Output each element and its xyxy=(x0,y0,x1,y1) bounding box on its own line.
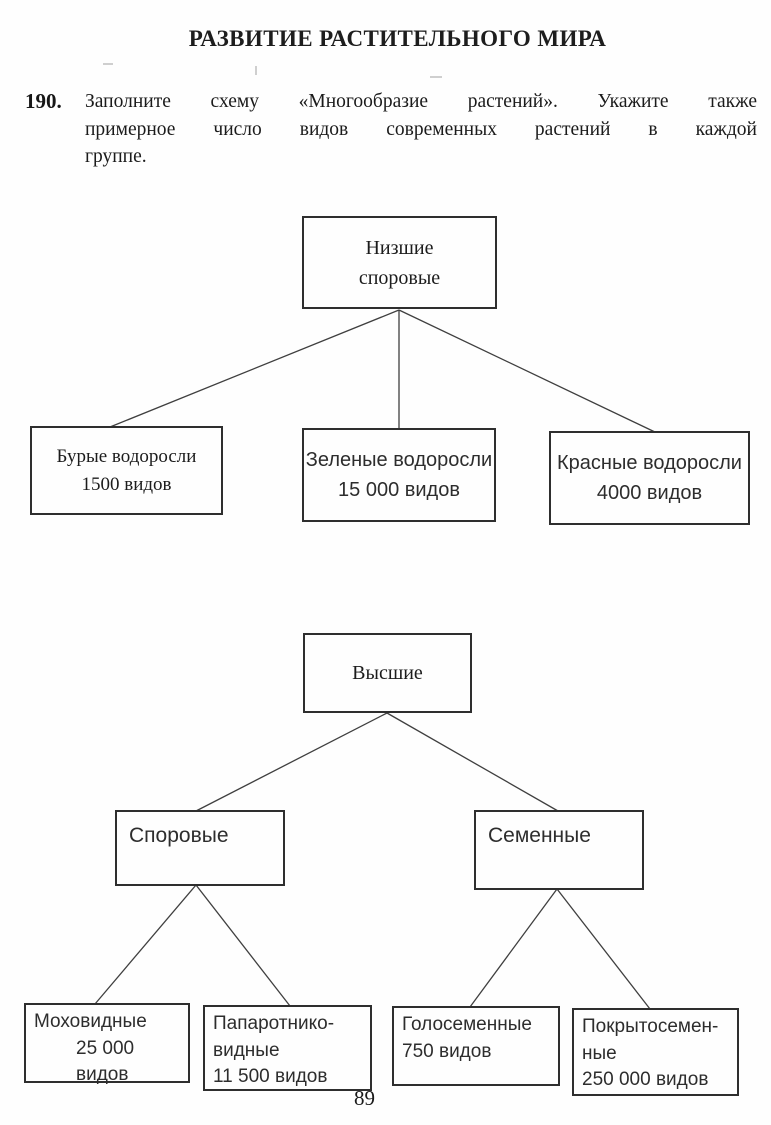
connector-line xyxy=(398,309,658,434)
node-label: видные xyxy=(213,1039,280,1061)
connector-line xyxy=(386,712,559,812)
species-count: 250 000 видов xyxy=(582,1069,709,1090)
node-seed-plants: Семенные xyxy=(474,810,644,890)
node-gymnosperms: Голосеменные 750 видов xyxy=(392,1006,560,1086)
species-count: 750 видов xyxy=(402,1040,492,1062)
node-label: Бурые водоросли xyxy=(56,445,197,467)
node-green-algae: Зеленые водоросли 15 000 видов xyxy=(302,428,496,522)
node-mosses: Моховидные 25 000 видов xyxy=(24,1003,190,1085)
node-higher-plants: Высшие xyxy=(303,633,472,713)
scan-artifact xyxy=(103,63,113,65)
connector-line xyxy=(469,888,558,1008)
species-count: 11 500 видов xyxy=(213,1066,328,1087)
node-label: Высшие xyxy=(352,662,423,684)
scan-artifact xyxy=(255,66,257,75)
connector-line xyxy=(195,884,291,1007)
node-label: Семенные xyxy=(488,824,591,847)
node-label: ные xyxy=(582,1042,617,1064)
node-label: Споровые xyxy=(129,824,229,847)
node-label: Голосеменные xyxy=(402,1014,532,1035)
task-block: 190. Заполните схему «Многообразие расте… xyxy=(25,88,761,171)
species-count: 15 000 видов xyxy=(338,479,460,501)
node-angiosperms: Покрытосемен- ные 250 000 видов xyxy=(572,1008,739,1096)
node-label: Зеленые водоросли xyxy=(305,449,493,471)
connector-line xyxy=(94,884,197,1005)
connector-line xyxy=(109,309,400,428)
species-count: 25 000 видов xyxy=(76,1037,135,1086)
connector-line xyxy=(556,888,651,1010)
node-red-algae: Красные водоросли 4000 видов xyxy=(549,431,750,525)
task-number: 190. xyxy=(25,89,62,113)
node-lower-spore-plants: Низшие споровые xyxy=(302,216,497,309)
node-label: Моховидные xyxy=(34,1011,147,1032)
node-brown-algae: Бурые водоросли 1500 видов xyxy=(30,426,223,515)
node-label: споровые xyxy=(358,266,441,289)
page-number: 89 xyxy=(354,1086,375,1110)
species-count: 4000 видов xyxy=(596,482,703,504)
node-label: Красные водоросли xyxy=(557,452,742,474)
task-text: Заполните схему «Многообразие растений».… xyxy=(85,88,757,171)
node-spore-plants: Споровые xyxy=(115,810,285,886)
node-label: Папаротнико- xyxy=(213,1013,335,1034)
task-text-line: Заполните схему «Многообразие растений».… xyxy=(85,91,757,112)
task-text-line: примерное число видов современных растен… xyxy=(85,118,757,140)
page-title: РАЗВИТИЕ РАСТИТЕЛЬНОГО МИРА xyxy=(188,26,607,51)
node-label: Покрытосемен- xyxy=(582,1016,719,1037)
task-text-line: группе. xyxy=(85,146,147,167)
scan-artifact xyxy=(430,76,442,78)
node-ferns: Папаротнико- видные 11 500 видов xyxy=(203,1005,372,1091)
connector-line xyxy=(195,712,388,812)
node-label: Низшие xyxy=(365,236,434,259)
species-count: 1500 видов xyxy=(81,473,172,495)
